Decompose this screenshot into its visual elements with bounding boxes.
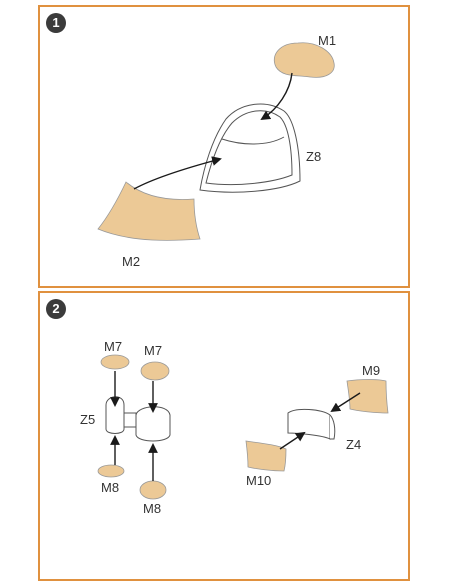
step-1-badge: 1 [46,13,66,33]
mask-m2 [97,181,201,241]
label-m9: M9 [362,363,380,378]
mask-m7-right [140,361,170,381]
label-m1: M1 [318,33,336,48]
label-z5: Z5 [80,412,95,427]
mask-m8-right [139,480,167,500]
label-m8-right: M8 [143,501,161,516]
label-z8: Z8 [306,149,321,164]
part-z8 [199,103,301,193]
label-m7-left: M7 [104,339,122,354]
label-m8-left: M8 [101,480,119,495]
mask-m7-left [100,354,130,370]
step-2-panel: 2 M7 M7 Z5 M8 M8 M9 [38,291,410,581]
step-2-diagram: M7 M7 Z5 M8 M8 M9 Z4 M10 [80,339,389,516]
step-1-panel: 1 M1 Z8 M2 [38,5,410,288]
label-m2: M2 [122,254,140,269]
mask-m9 [346,379,389,414]
arrow-m9-to-z4 [330,392,361,413]
step-1-diagram: M1 Z8 M2 [97,33,336,269]
label-m10: M10 [246,473,271,488]
mask-m8-left [97,464,125,478]
label-m7-right: M7 [144,343,162,358]
step-2-badge: 2 [46,299,66,319]
part-z5 [105,396,171,442]
arrow-m1-to-z8 [260,72,293,121]
label-z4: Z4 [346,437,361,452]
mask-m1 [273,42,335,78]
mask-m10 [245,440,287,472]
arrow-m2-to-z8 [133,156,222,190]
arrow-m10-to-z4 [279,431,306,450]
part-z4 [287,408,336,440]
